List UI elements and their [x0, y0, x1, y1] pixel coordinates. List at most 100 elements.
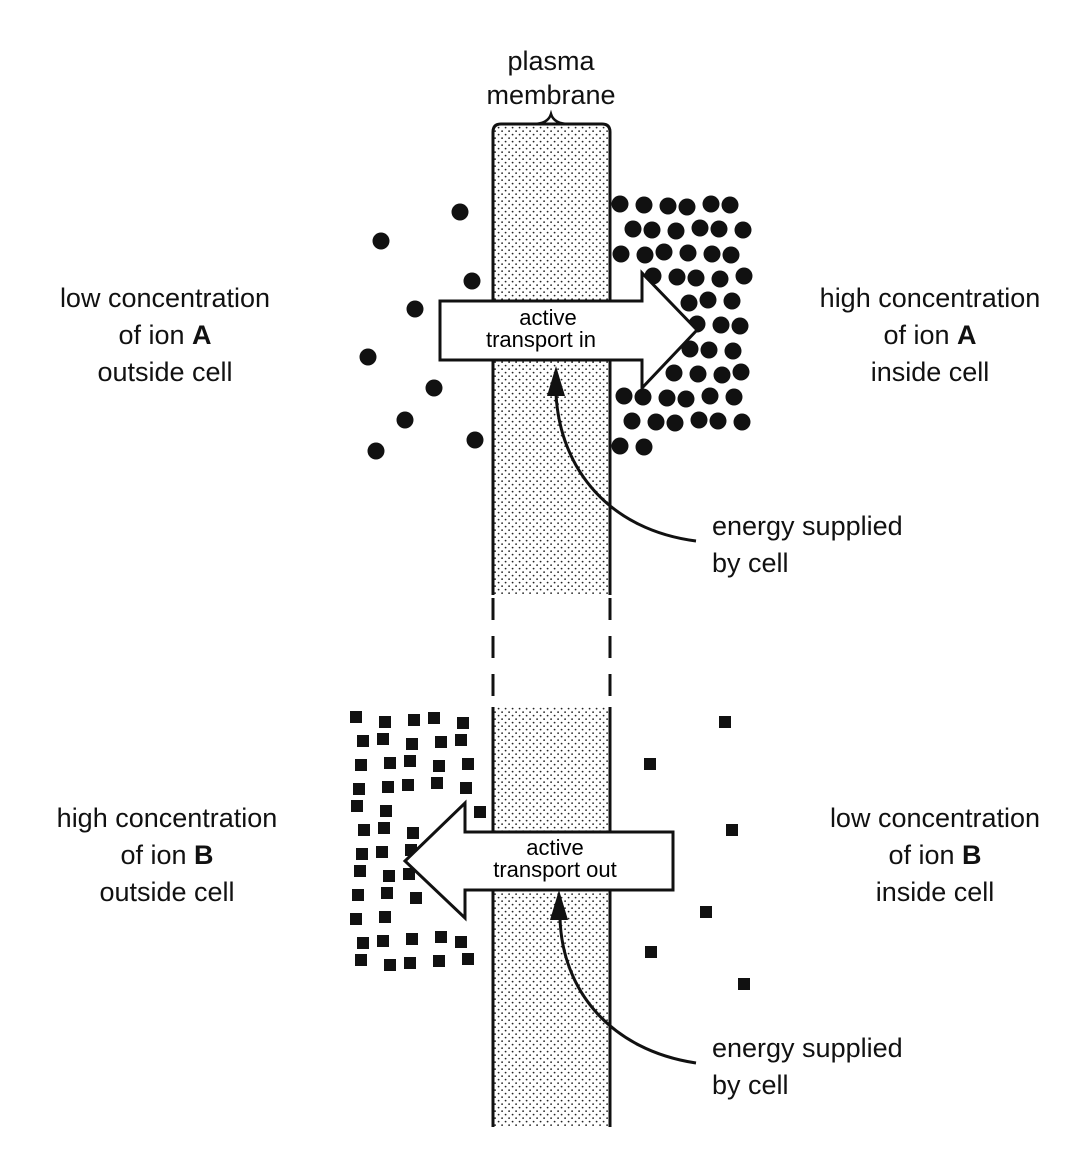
ion-a-inside-10 — [691, 219, 709, 237]
ion-a-inside-12 — [734, 221, 752, 239]
energy-label-b-line1: energy supplied — [712, 1033, 903, 1063]
ion-b-outside-15 — [462, 758, 474, 770]
ion-a-inside-18 — [722, 246, 740, 264]
ion-b-particles — [350, 711, 750, 990]
ion-b-outside-36 — [410, 892, 422, 904]
ion-b-inside-prefix: of ion — [888, 840, 955, 870]
ion-a-inside-35 — [713, 366, 731, 384]
ion-b-outside-2 — [379, 716, 391, 728]
ion-a-inside-47 — [709, 412, 727, 430]
ion-b-outside-1 — [350, 711, 362, 723]
ion-b-inside-line3: inside cell — [875, 877, 995, 907]
arrow-label-in-line1: active — [519, 305, 576, 330]
ion-b-outside-42 — [435, 931, 447, 943]
ion-b-outside-31 — [383, 870, 395, 882]
ion-a-inside-21 — [687, 269, 705, 287]
ion-a-outside-8 — [466, 431, 484, 449]
ion-a-inside-letter: A — [957, 320, 977, 350]
ion-b-outside-4 — [428, 712, 440, 724]
ion-a-inside-9 — [667, 222, 685, 240]
ion-a-inside-25 — [699, 291, 717, 309]
ion-b-inside-2 — [644, 758, 656, 770]
ion-b-inside-line2: of ion B — [795, 837, 1075, 874]
ion-b-outside-24 — [378, 822, 390, 834]
ion-a-inside-8 — [643, 221, 661, 239]
ion-a-inside-23 — [735, 267, 753, 285]
ion-a-inside-46 — [690, 411, 708, 429]
ion-a-inside-45 — [666, 414, 684, 432]
ion-b-outside-20 — [460, 782, 472, 794]
ion-a-inside-2 — [635, 196, 653, 214]
ion-a-inside-label: high concentration of ion A inside cell — [785, 280, 1075, 391]
membrane-gap-dashed — [491, 598, 612, 710]
ion-b-outside-17 — [382, 781, 394, 793]
ion-a-inside-37 — [615, 387, 633, 405]
ion-b-outside-8 — [406, 738, 418, 750]
ion-b-outside-38 — [379, 911, 391, 923]
ion-b-outside-line1: high concentration — [56, 803, 278, 833]
ion-b-outside-46 — [404, 957, 416, 969]
ion-a-inside-44 — [647, 413, 665, 431]
ion-a-outside-line3: outside cell — [97, 357, 233, 387]
energy-label-b-line2: by cell — [712, 1070, 789, 1100]
ion-b-inside-line1: low concentration — [829, 803, 1041, 833]
membrane-label-line1: plasma — [507, 46, 595, 76]
ion-a-outside-3 — [463, 272, 481, 290]
ion-b-outside-41 — [406, 933, 418, 945]
ion-b-outside-11 — [355, 759, 367, 771]
ion-a-inside-42 — [725, 388, 743, 406]
membrane-label: plasma membrane — [451, 44, 651, 112]
ion-a-inside-33 — [665, 364, 683, 382]
ion-b-outside-44 — [355, 954, 367, 966]
ion-b-outside-7 — [377, 733, 389, 745]
ion-b-outside-34 — [352, 889, 364, 901]
ion-b-outside-43 — [455, 936, 467, 948]
energy-label-b: energy supplied by cell — [712, 1030, 903, 1104]
ion-a-inside-38 — [634, 388, 652, 406]
ion-b-inside-5 — [645, 946, 657, 958]
ion-a-outside-1 — [451, 203, 469, 221]
ion-a-inside-7 — [624, 220, 642, 238]
ion-a-inside-28 — [712, 316, 730, 334]
ion-b-outside-47 — [433, 955, 445, 967]
ion-a-outside-label: low concentration of ion A outside cell — [20, 280, 310, 391]
ion-b-outside-37 — [350, 913, 362, 925]
ion-a-inside-40 — [677, 390, 695, 408]
ion-a-inside-41 — [701, 387, 719, 405]
ion-a-inside-13 — [612, 245, 630, 263]
ion-b-outside-line2: of ion B — [22, 837, 312, 874]
energy-arrow-b — [550, 890, 697, 1065]
ion-a-inside-line2: of ion A — [785, 317, 1075, 354]
active-transport-out-arrow — [402, 799, 675, 922]
ion-a-inside-15 — [655, 243, 673, 261]
ion-b-outside-prefix: of ion — [120, 840, 187, 870]
ion-b-outside-45 — [384, 959, 396, 971]
membrane-label-line2: membrane — [486, 80, 616, 110]
ion-a-inside-17 — [703, 245, 721, 263]
ion-a-outside-2 — [372, 232, 390, 250]
ion-a-inside-6 — [721, 196, 739, 214]
active-transport-in-arrow — [438, 269, 700, 392]
ion-a-inside-14 — [636, 246, 654, 264]
ion-b-outside-30 — [354, 865, 366, 877]
ion-b-outside-39 — [357, 937, 369, 949]
ion-a-outside-line2: of ion A — [20, 317, 310, 354]
ion-a-inside-32 — [724, 342, 742, 360]
ion-a-particles — [359, 195, 753, 460]
ion-b-outside-19 — [431, 777, 443, 789]
ion-a-outside-10 — [396, 411, 414, 429]
ion-b-outside-16 — [353, 783, 365, 795]
energy-label-a-line1: energy supplied — [712, 511, 903, 541]
ion-a-inside-4 — [678, 198, 696, 216]
ion-b-outside-line3: outside cell — [99, 877, 235, 907]
ion-b-outside-22 — [380, 805, 392, 817]
energy-arrow-a — [547, 366, 697, 543]
ion-b-outside-10 — [455, 734, 467, 746]
ion-a-outside-6 — [425, 379, 443, 397]
ion-b-outside-14 — [433, 760, 445, 772]
ion-a-inside-24 — [680, 294, 698, 312]
ion-b-outside-6 — [357, 735, 369, 747]
ion-a-inside-26 — [723, 292, 741, 310]
